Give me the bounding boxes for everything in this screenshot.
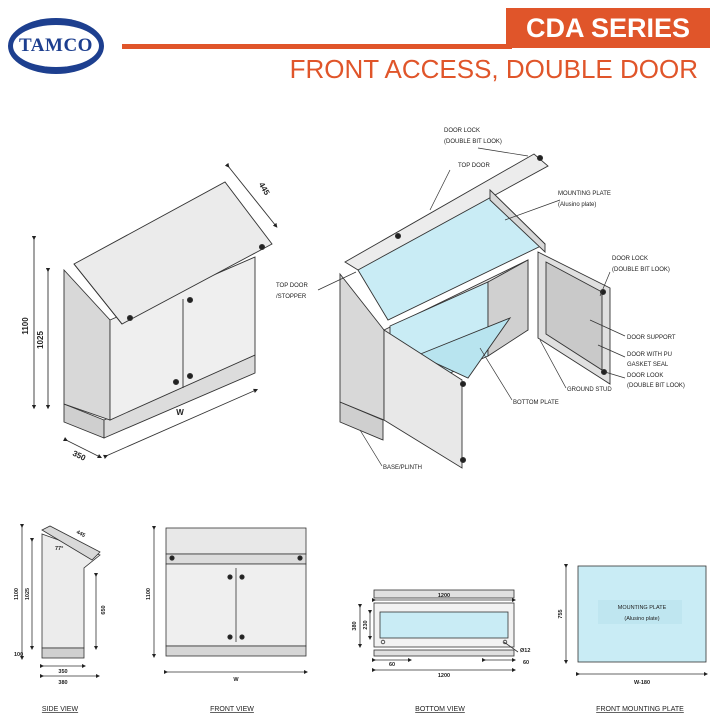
callout-door-lock-bottom-sub: (DOUBLE BIT LOOK) bbox=[627, 383, 685, 389]
callout-mounting-plate: MOUNTING PLATE bbox=[558, 191, 611, 197]
lock-dot bbox=[394, 232, 402, 240]
side-view bbox=[20, 524, 101, 678]
product-subtitle: FRONT ACCESS, DOUBLE DOOR bbox=[289, 54, 698, 84]
side-dim-roof: 445 bbox=[75, 529, 86, 539]
callout-door-lock-right: DOOR LOCK bbox=[612, 256, 648, 262]
side-dim-angle: 77° bbox=[55, 546, 63, 552]
logo-text: TAMCO bbox=[19, 35, 93, 56]
lock-dot bbox=[186, 296, 194, 304]
iso-open-view bbox=[339, 153, 611, 469]
callout-leaders bbox=[317, 147, 626, 467]
callout-door-lock-top-sub: (DOUBLE BIT LOOK) bbox=[444, 139, 502, 145]
caption-front-view: FRONT VIEW bbox=[210, 706, 254, 713]
lock-dot bbox=[459, 380, 467, 388]
callout-top-door: TOP DOOR bbox=[458, 163, 490, 169]
roof-edge bbox=[73, 263, 123, 325]
dim-roof bbox=[224, 162, 278, 228]
bottom-dim-right: 60 bbox=[523, 660, 529, 666]
side-dim-total-d: 380 bbox=[58, 680, 67, 686]
bottom-dim-hole: Ø12 bbox=[520, 648, 530, 654]
top-door bbox=[344, 153, 549, 271]
callout-mounting-plate-sub: (Alusino plate) bbox=[558, 202, 596, 208]
header-rule bbox=[122, 44, 512, 49]
lock-dot bbox=[536, 154, 544, 162]
side-dim-depth: 350 bbox=[58, 669, 67, 675]
front-roof bbox=[165, 527, 307, 555]
dim-width bbox=[103, 388, 259, 459]
iso-closed-view bbox=[31, 162, 278, 459]
bottom-dim-width-top: 1200 bbox=[438, 593, 450, 599]
lock-dot bbox=[600, 368, 608, 376]
bottom-plate bbox=[416, 317, 512, 379]
front-view bbox=[152, 526, 308, 674]
bottom-opening bbox=[379, 611, 509, 639]
callout-door-lock-right-sub: (DOUBLE BIT LOOK) bbox=[612, 267, 670, 273]
lock-dot bbox=[186, 372, 194, 380]
callout-door-gasket-sub: GASKET SEAL bbox=[627, 362, 669, 368]
lock-dot bbox=[126, 314, 134, 322]
callout-door-lock-bottom: DOOR LOOK bbox=[627, 373, 663, 379]
top-door-frame bbox=[489, 188, 546, 254]
callout-door-gasket: DOOR WITH PU bbox=[627, 352, 672, 358]
iso-dim-body: 1025 bbox=[36, 331, 45, 349]
lock-dot bbox=[258, 243, 266, 251]
iso-dim-width: W bbox=[176, 408, 184, 417]
iso-dim-roof: 445 bbox=[257, 181, 272, 198]
front-dim-height: 1100 bbox=[146, 588, 152, 600]
bottom-strip bbox=[373, 649, 515, 657]
lock-dot bbox=[459, 456, 467, 464]
side-dim-body-h: 1025 bbox=[25, 588, 31, 600]
iso-dim-height: 1100 bbox=[21, 317, 30, 335]
bottom-dim-left: 60 bbox=[389, 662, 395, 668]
left-door-open bbox=[383, 329, 463, 469]
side-roof bbox=[41, 525, 101, 561]
callout-top-door-stopper-sub: /STOPPER bbox=[276, 294, 307, 300]
front-dim-width: W bbox=[233, 677, 239, 683]
front-plinth bbox=[165, 645, 307, 657]
callout-top-door-stopper: TOP DOOR bbox=[276, 283, 308, 289]
callout-labels: DOOR LOCK (DOUBLE BIT LOOK) TOP DOOR MOU… bbox=[276, 128, 685, 471]
mounting-plate-view bbox=[564, 564, 708, 676]
caption-front-mounting-plate: FRONT MOUNTING PLATE bbox=[596, 706, 684, 713]
callout-door-support: DOOR SUPPORT bbox=[627, 335, 676, 341]
caption-bottom-view: BOTTOM VIEW bbox=[415, 706, 465, 713]
mounting-plate-label: MOUNTING PLATE bbox=[618, 605, 667, 611]
series-title: CDA SERIES bbox=[506, 8, 710, 48]
plate-dim-width: W-180 bbox=[634, 680, 650, 686]
callout-ground-stud: GROUND STUD bbox=[567, 387, 612, 393]
caption-side-view: SIDE VIEW bbox=[42, 706, 79, 713]
dim-depth bbox=[62, 436, 103, 459]
iso-dim-depth: 350 bbox=[71, 449, 87, 463]
side-plinth bbox=[41, 647, 85, 659]
bottom-dim-opening: 230 bbox=[363, 620, 369, 629]
side-dim-front-h: 650 bbox=[101, 605, 107, 614]
front-roof-edge bbox=[165, 553, 307, 565]
callout-door-lock-top: DOOR LOCK bbox=[444, 128, 480, 134]
side-dim-total-h: 1100 bbox=[14, 588, 20, 600]
callout-bottom-plate: BOTTOM PLATE bbox=[513, 400, 559, 406]
bottom-dim-depth: 380 bbox=[352, 621, 358, 630]
side-dim-base-h: 100 bbox=[14, 652, 23, 658]
plate-dim-height: 755 bbox=[558, 609, 564, 618]
bottom-dim-width: 1200 bbox=[438, 673, 450, 679]
mounting-plate-sub: (Alusino plate) bbox=[624, 616, 659, 622]
lock-dot bbox=[172, 378, 180, 386]
tamco-logo: TAMCO bbox=[8, 18, 104, 74]
callout-base-plinth: BASE/PLINTH bbox=[383, 465, 422, 471]
bottom-view bbox=[358, 589, 519, 672]
